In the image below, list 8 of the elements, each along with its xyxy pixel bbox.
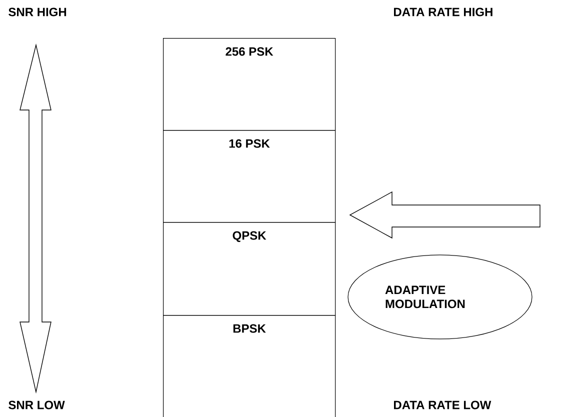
- axis-label: DATA RATE LOW: [394, 400, 492, 410]
- modulation-box: 256 PSK: [163, 38, 336, 131]
- axis-label: SNR LOW: [8, 400, 65, 410]
- modulation-box: 16 PSK: [163, 130, 336, 223]
- axis-label: DATA RATE HIGH: [394, 8, 492, 16]
- modulation-box: QPSK: [163, 222, 336, 316]
- axis-label: SNR HIGH: [8, 8, 66, 16]
- modulation-box: BPSK: [163, 314, 336, 417]
